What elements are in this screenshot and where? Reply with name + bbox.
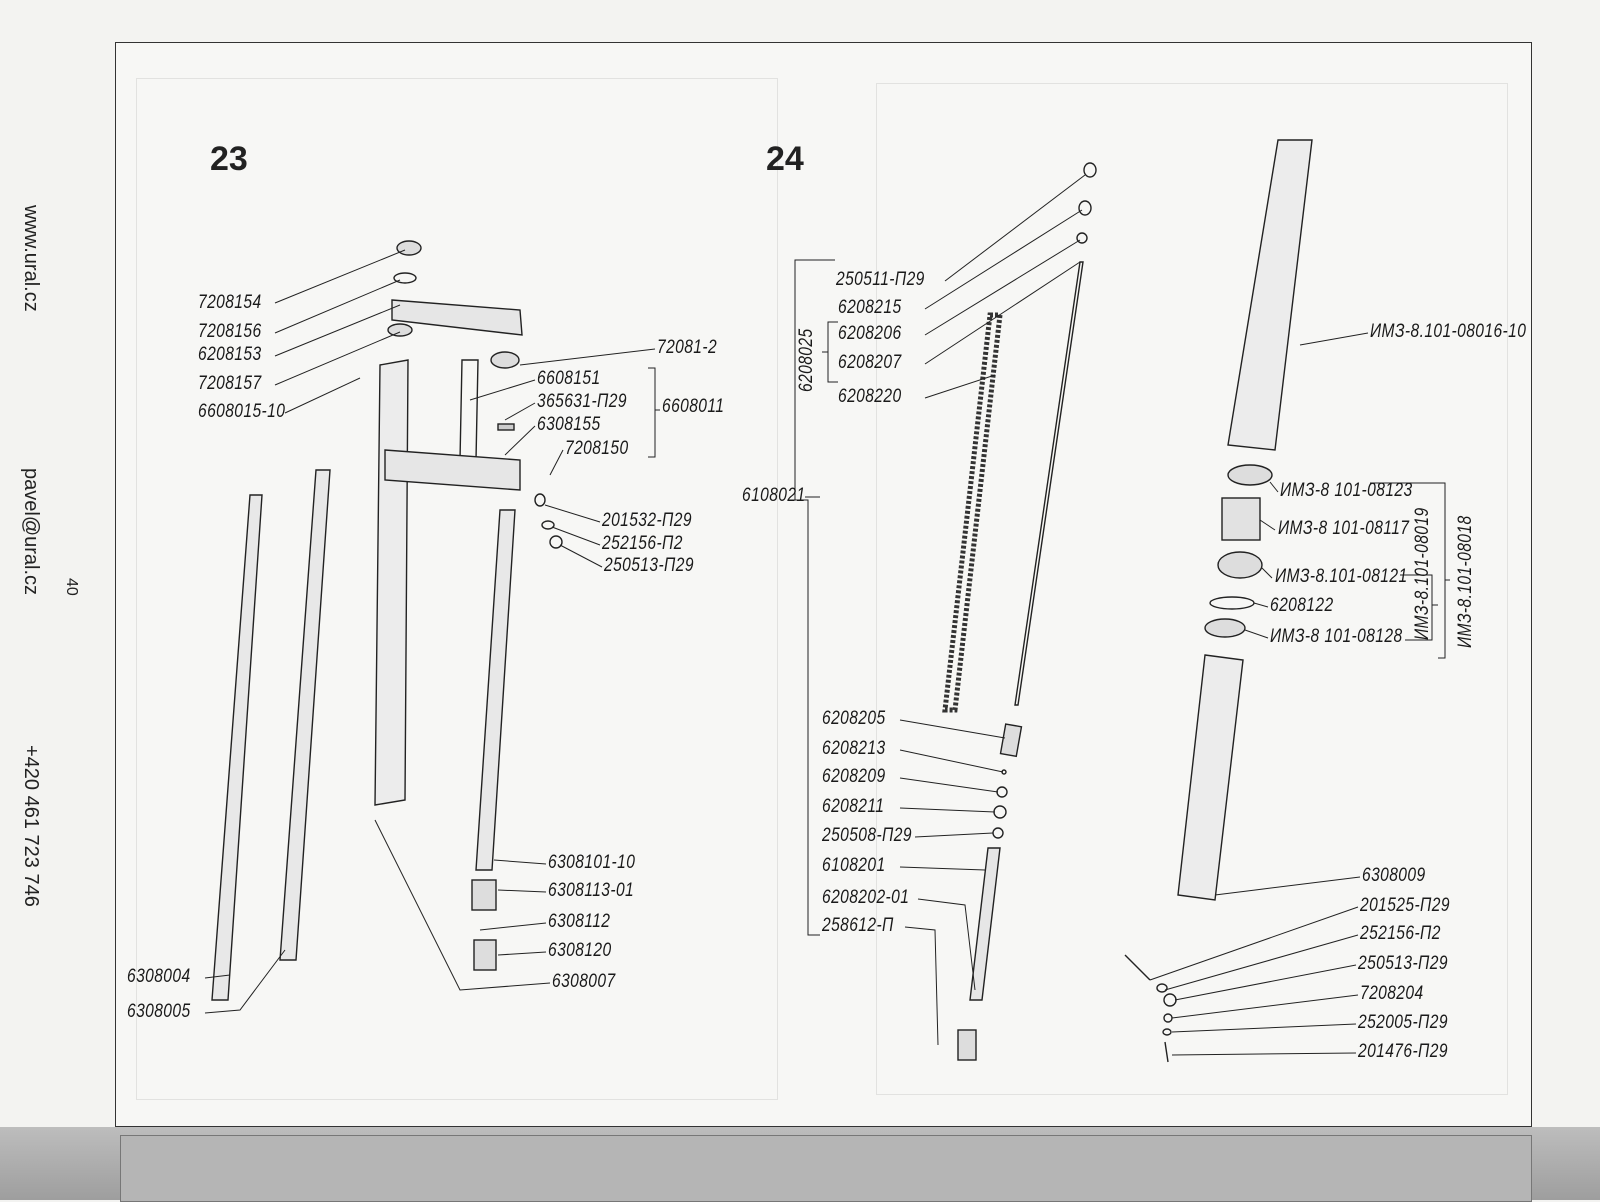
assembly-label: 6108021 (742, 485, 806, 506)
part-label: 72081-2 (657, 337, 718, 358)
part-label: 6308113-01 (548, 880, 635, 901)
assembly-label: 6208025 (796, 328, 817, 392)
part-label: 6308005 (127, 1001, 191, 1022)
part-label: ИМЗ-8.101-08016-10 (1370, 321, 1527, 342)
fork-23-parts (211, 240, 563, 1001)
part-label: 6308120 (548, 940, 612, 961)
part-label: 7208204 (1360, 983, 1424, 1004)
part-label: 365631-П29 (537, 391, 627, 412)
assembly-label: ИМЗ-8.101-08018 (1455, 515, 1476, 648)
part-label: 6208209 (822, 766, 886, 787)
part-label: 6208202-01 (822, 887, 910, 908)
part-label: 6208153 (198, 344, 262, 365)
part-label: ИМЗ-8.101-08121 (1275, 566, 1408, 587)
part-label: 6208213 (822, 738, 886, 759)
part-label: 7208154 (198, 292, 262, 313)
part-label: 6308112 (548, 911, 611, 932)
part-label: 6308155 (537, 414, 601, 435)
assembly-label: 6608011 (662, 396, 725, 417)
part-label: 250511-П29 (836, 269, 925, 290)
part-label: 250513-П29 (604, 555, 694, 576)
part-label: 7208156 (198, 321, 262, 342)
part-label: 6208211 (822, 796, 885, 817)
part-label: ИМЗ-8 101-08123 (1280, 480, 1413, 501)
part-label: 252005-П29 (1358, 1012, 1448, 1033)
part-label: 6208205 (822, 708, 886, 729)
part-label: ИМЗ-8 101-08117 (1278, 518, 1410, 539)
leader-lines-23 (204, 249, 660, 1014)
faded-table-right (876, 83, 1508, 1095)
part-label: 6208122 (1270, 595, 1334, 616)
part-label: 6308009 (1362, 865, 1426, 886)
part-label: 6308004 (127, 966, 191, 987)
part-label: 252156-П2 (1360, 923, 1441, 944)
part-label: ИМЗ-8 101-08128 (1270, 626, 1403, 647)
part-label: 6308101-10 (548, 852, 636, 873)
part-label: 6208206 (838, 323, 902, 344)
part-label: 250513-П29 (1358, 953, 1448, 974)
part-label: 7208157 (198, 373, 262, 394)
figure-24-number: 24 (766, 140, 804, 178)
part-label: 6208207 (838, 352, 902, 373)
part-label: 258612-П (822, 915, 894, 936)
part-label: 201476-П29 (1358, 1041, 1448, 1062)
part-label: 7208150 (565, 438, 629, 459)
part-label: 252156-П2 (602, 533, 683, 554)
part-label: 250508-П29 (822, 825, 912, 846)
fork-24-parts (942, 139, 1313, 1063)
part-label: 201525-П29 (1360, 895, 1450, 916)
part-label: 6108201 (822, 855, 886, 876)
part-label: 6208215 (838, 297, 902, 318)
part-label: 201532-П29 (602, 510, 692, 531)
part-label: 6208220 (838, 386, 902, 407)
figure-23-number: 23 (210, 140, 248, 178)
assembly-label: ИМЗ-8.101-08019 (1412, 507, 1433, 640)
part-label: 6608151 (537, 368, 601, 389)
leader-lines-24 (794, 174, 1450, 1056)
faded-table-left (136, 78, 778, 1100)
part-label: 6308007 (552, 971, 616, 992)
part-label: 6608015-10 (198, 401, 286, 422)
